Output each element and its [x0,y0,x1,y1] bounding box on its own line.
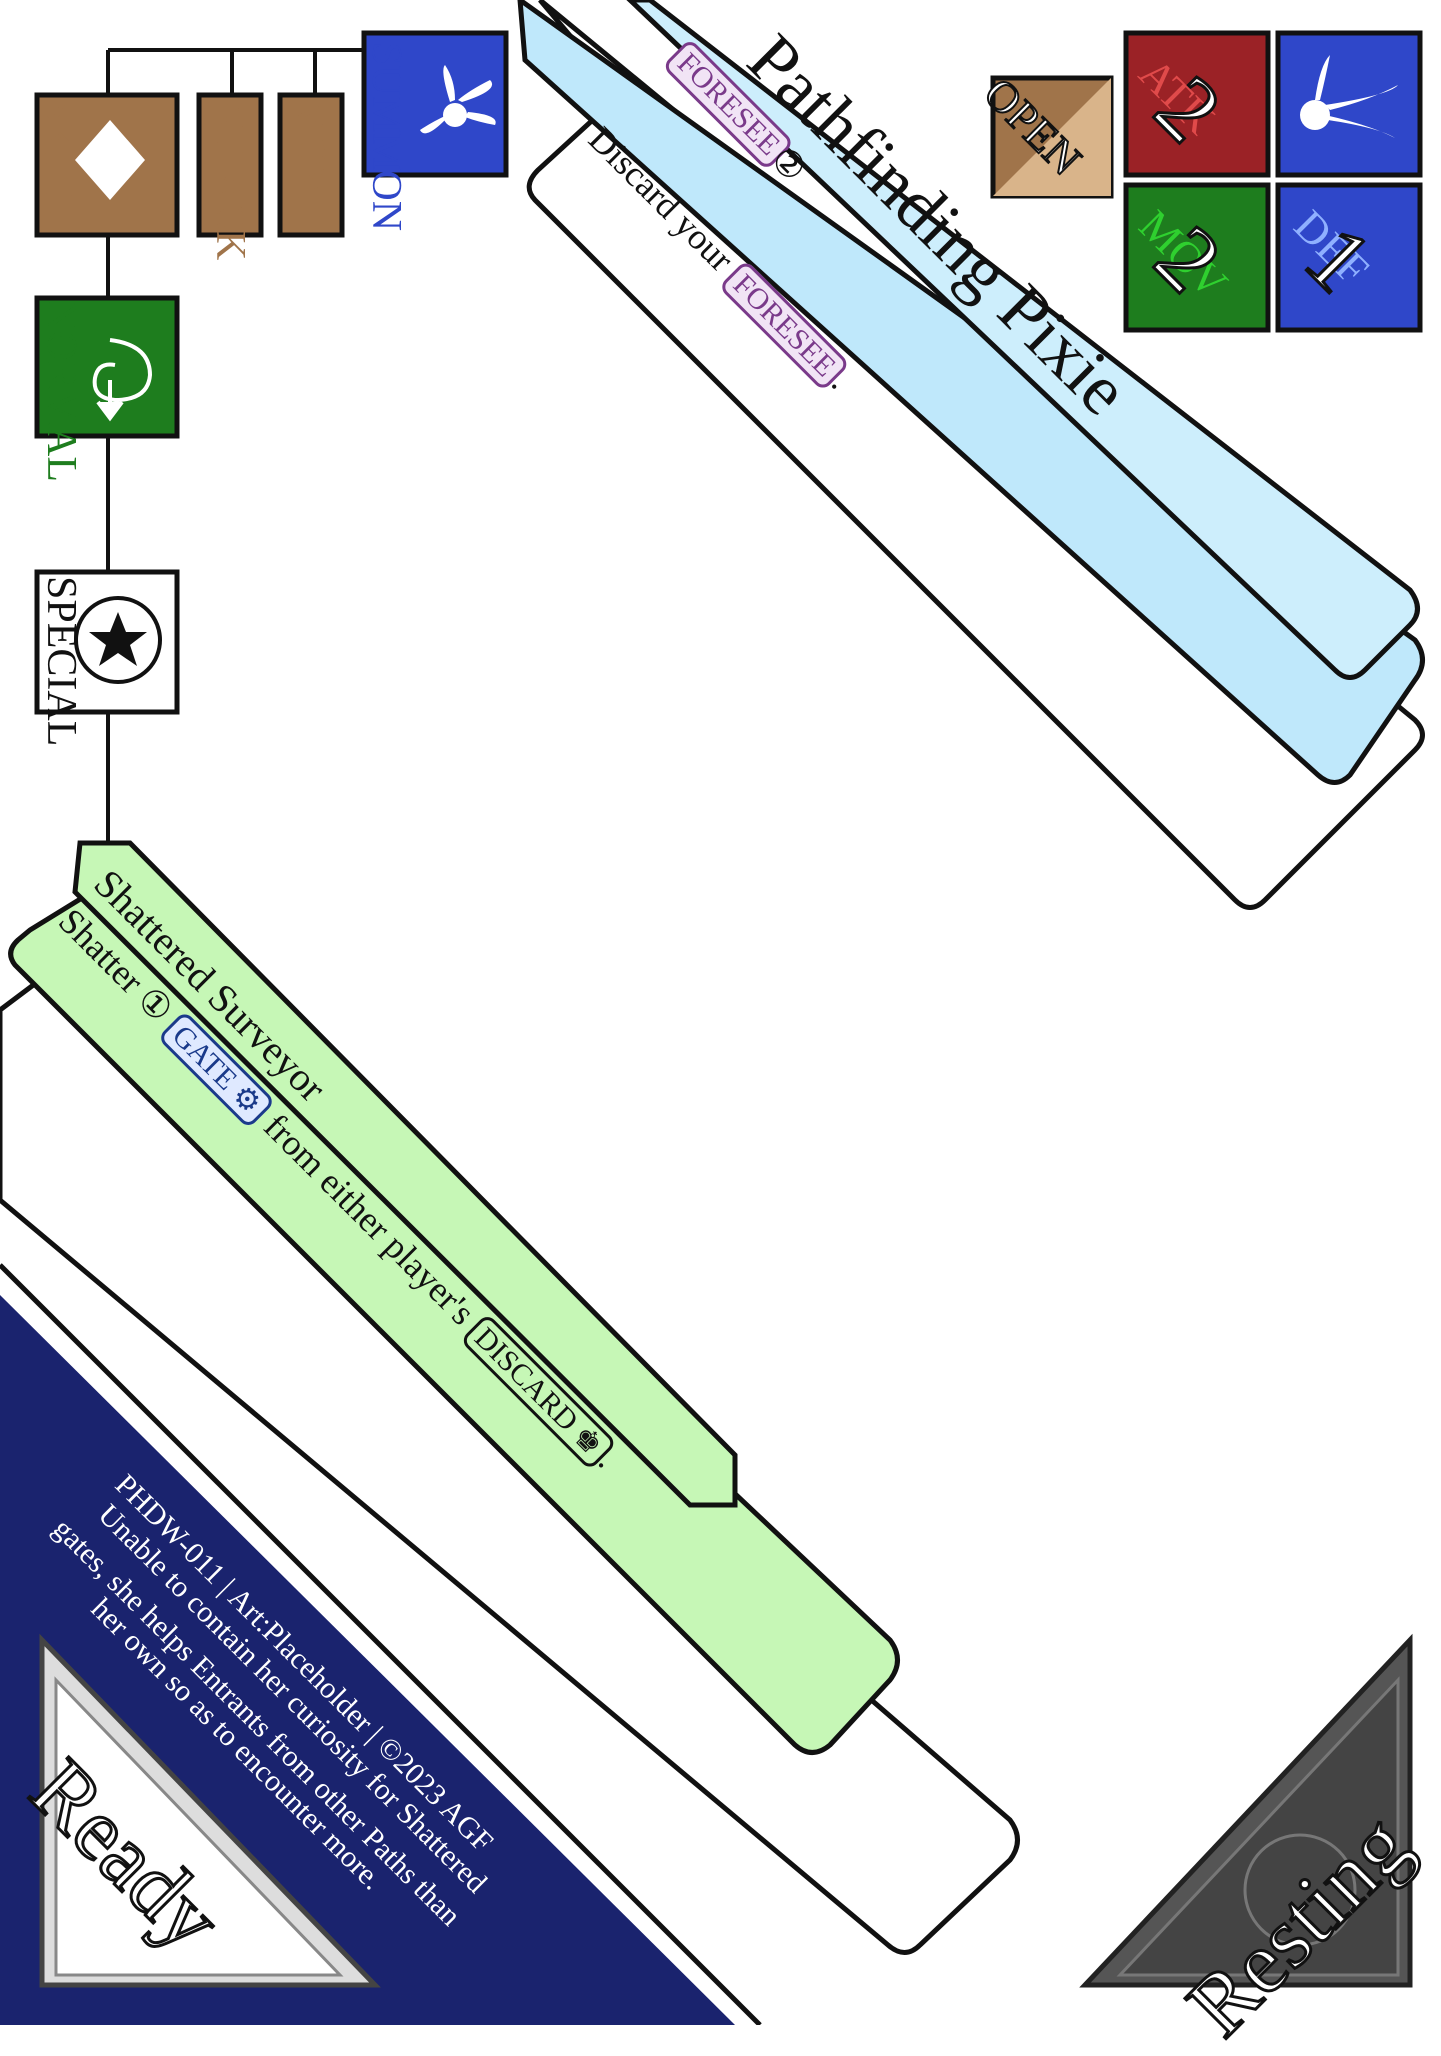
pixie-icon [420,65,496,134]
mov-stat-box [1123,182,1271,333]
star-circle-icon [74,596,162,684]
skill-label: SKILL [35,98,81,217]
normal-label: NORMAL [38,300,84,483]
summon-type-box [361,30,509,178]
flavor-panel-edge [0,1263,762,2025]
move-type-box [277,92,345,238]
def-stat-box [1275,182,1423,333]
move-label: MOVE [288,98,334,222]
name-band [626,0,1420,680]
type-tree-lines [106,48,365,845]
name-band-back [517,0,1425,785]
attack-type-box [196,92,264,238]
special-label: SPECIAL [38,576,84,747]
pixie-icon [1300,55,1398,138]
special-type-box [34,569,180,715]
diamond-icon [75,120,145,200]
gear-icon [1243,1833,1357,1947]
attack-label: ATTACK [207,98,253,261]
open-box-shade [993,78,1111,196]
resting-corner-inner [1116,1676,1400,1977]
summon-label: SUMMON [363,42,409,232]
ready-corner-inner [54,1676,344,1977]
ability-band [72,840,738,1508]
spiral-arrow-icon [92,338,153,422]
atk-stat-box [1123,30,1271,178]
skill-type-box [34,92,180,238]
